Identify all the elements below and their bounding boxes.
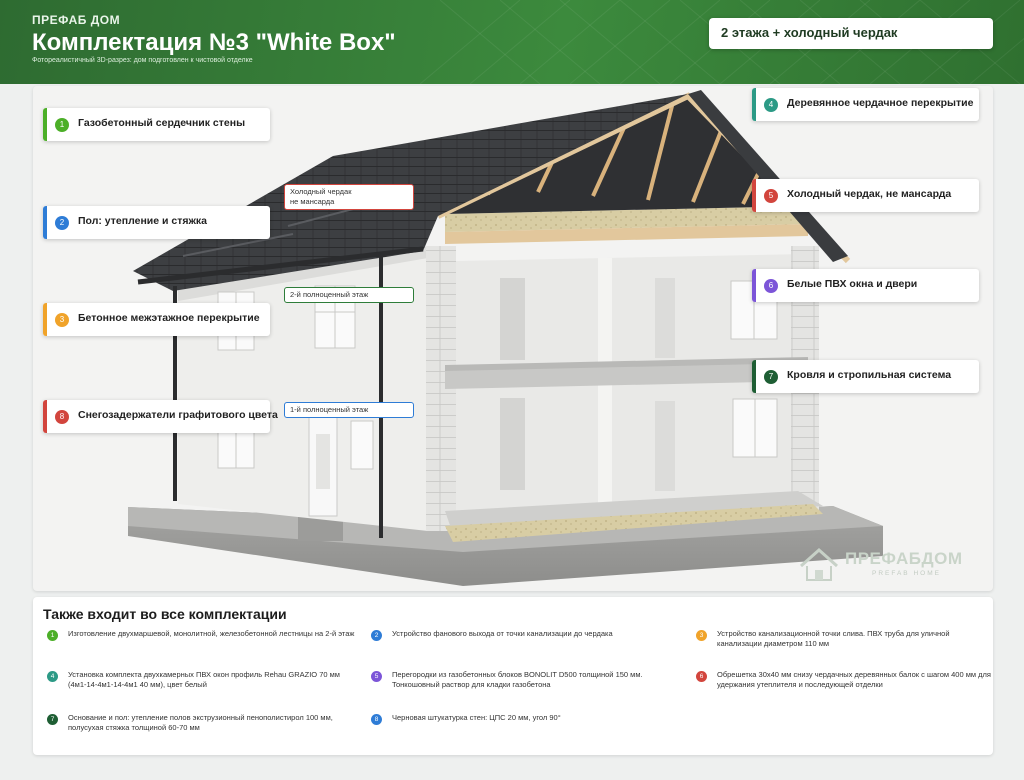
floor2-tag-label: 2-й полноценный этаж — [290, 290, 369, 299]
attic-tag-line1: Холодный чердак — [290, 187, 352, 196]
item-text: Черновая штукатурка стен: ЦПС 20 мм, уго… — [392, 713, 561, 722]
callout-5: 5 Холодный чердак, не мансарда — [752, 179, 979, 212]
callout-accent — [752, 269, 756, 302]
callout-accent — [752, 360, 756, 393]
callout-8: 8 Снегозадержатели графитового цвета — [43, 400, 278, 433]
item-number: 3 — [696, 630, 707, 641]
item-number: 5 — [371, 671, 382, 682]
item-number: 1 — [47, 630, 58, 641]
callout-label: Белые ПВХ окна и двери — [787, 278, 918, 290]
callout-label: Холодный чердак, не мансарда — [787, 188, 952, 200]
brand-label: ПРЕФАБ ДОМ — [32, 13, 121, 27]
callout-number: 7 — [764, 370, 778, 384]
included-items-title: Также входит во все комплектации — [43, 606, 287, 622]
attic-insulation — [445, 206, 808, 232]
floor1-tag: 1-й полноценный этаж — [284, 402, 414, 418]
callout-number: 5 — [764, 189, 778, 203]
floor2-tag: 2-й полноценный этаж — [284, 287, 414, 303]
callout-6: 6 Белые ПВХ окна и двери — [752, 269, 979, 302]
logo-sub-text: PREFAB HOME — [872, 570, 941, 577]
callout-7: 7 Кровля и стропильная система — [752, 360, 979, 393]
callout-label: Бетонное межэтажное перекрытие — [78, 312, 260, 324]
house-cutaway-scene — [33, 86, 993, 591]
header: ПРЕФАБ ДОМ Комплектация №3 "White Box" Ф… — [0, 0, 1024, 84]
item-text: Изготовление двухмаршевой, монолитной, ж… — [68, 629, 355, 638]
floor1-tag-label: 1-й полноценный этаж — [290, 405, 369, 414]
page-title: Комплектация №3 "White Box" — [32, 29, 396, 56]
item-number: 4 — [47, 671, 58, 682]
callout-number: 6 — [764, 279, 778, 293]
callout-2: 2 Пол: утепление и стяжка — [43, 206, 270, 239]
callout-4: 4 Деревянное чердачное перекрытие — [752, 88, 979, 121]
callout-1: 1 Газобетонный сердечник стены — [43, 108, 270, 141]
callout-label: Газобетонный сердечник стены — [78, 117, 246, 129]
callout-accent — [43, 108, 47, 141]
callout-label: Деревянное чердачное перекрытие — [787, 97, 974, 109]
callout-label: Кровля и стропильная система — [787, 369, 952, 381]
callout-number: 3 — [55, 313, 69, 327]
item-text: Устройство фанового выхода от точки кана… — [392, 629, 613, 638]
callout-accent — [752, 88, 756, 121]
callout-number: 4 — [764, 98, 778, 112]
floors-badge-label: 2 этажа + холодный чердак — [721, 25, 898, 40]
item-number: 7 — [47, 714, 58, 725]
item-number: 8 — [371, 714, 382, 725]
item-number: 6 — [696, 671, 707, 682]
attic-tag-line2: не мансарда — [290, 197, 335, 206]
included-items-panel: Также входит во все комплектации 1 Изгот… — [33, 597, 993, 755]
item-text: Установка комплекта двухкамерных ПВХ око… — [68, 670, 340, 689]
item-text: Перегородки из газобетонных блоков BONOL… — [392, 670, 643, 689]
floors-badge: 2 этажа + холодный чердак — [709, 18, 993, 49]
house-cutaway-illustration — [128, 90, 883, 586]
page-subtitle: Фотореалистичный 3D-разрез: дом подготов… — [32, 57, 253, 64]
callout-accent — [43, 400, 47, 433]
callout-number: 1 — [55, 118, 69, 132]
item-text: Обрешетка 30х40 мм снизу чердачных дерев… — [717, 670, 991, 689]
item-number: 2 — [371, 630, 382, 641]
house-logo-icon — [800, 547, 838, 581]
attic-tag: Холодный чердак не мансарда — [284, 184, 414, 210]
callout-3: 3 Бетонное межэтажное перекрытие — [43, 303, 270, 336]
callout-number: 8 — [55, 410, 69, 424]
callout-accent — [752, 179, 756, 212]
callout-accent — [43, 206, 47, 239]
item-text: Основание и пол: утепление полов экструз… — [68, 713, 333, 732]
item-text: Устройство канализационной точки слива. … — [717, 629, 950, 648]
callout-accent — [43, 303, 47, 336]
callout-label: Снегозадержатели графитового цвета — [78, 409, 278, 421]
brand-logo: ПРЕФАБДОМ PREFAB HOME — [797, 544, 973, 584]
callout-label: Пол: утепление и стяжка — [78, 215, 208, 227]
callout-number: 2 — [55, 216, 69, 230]
logo-main-text: ПРЕФАБДОМ — [845, 549, 963, 568]
